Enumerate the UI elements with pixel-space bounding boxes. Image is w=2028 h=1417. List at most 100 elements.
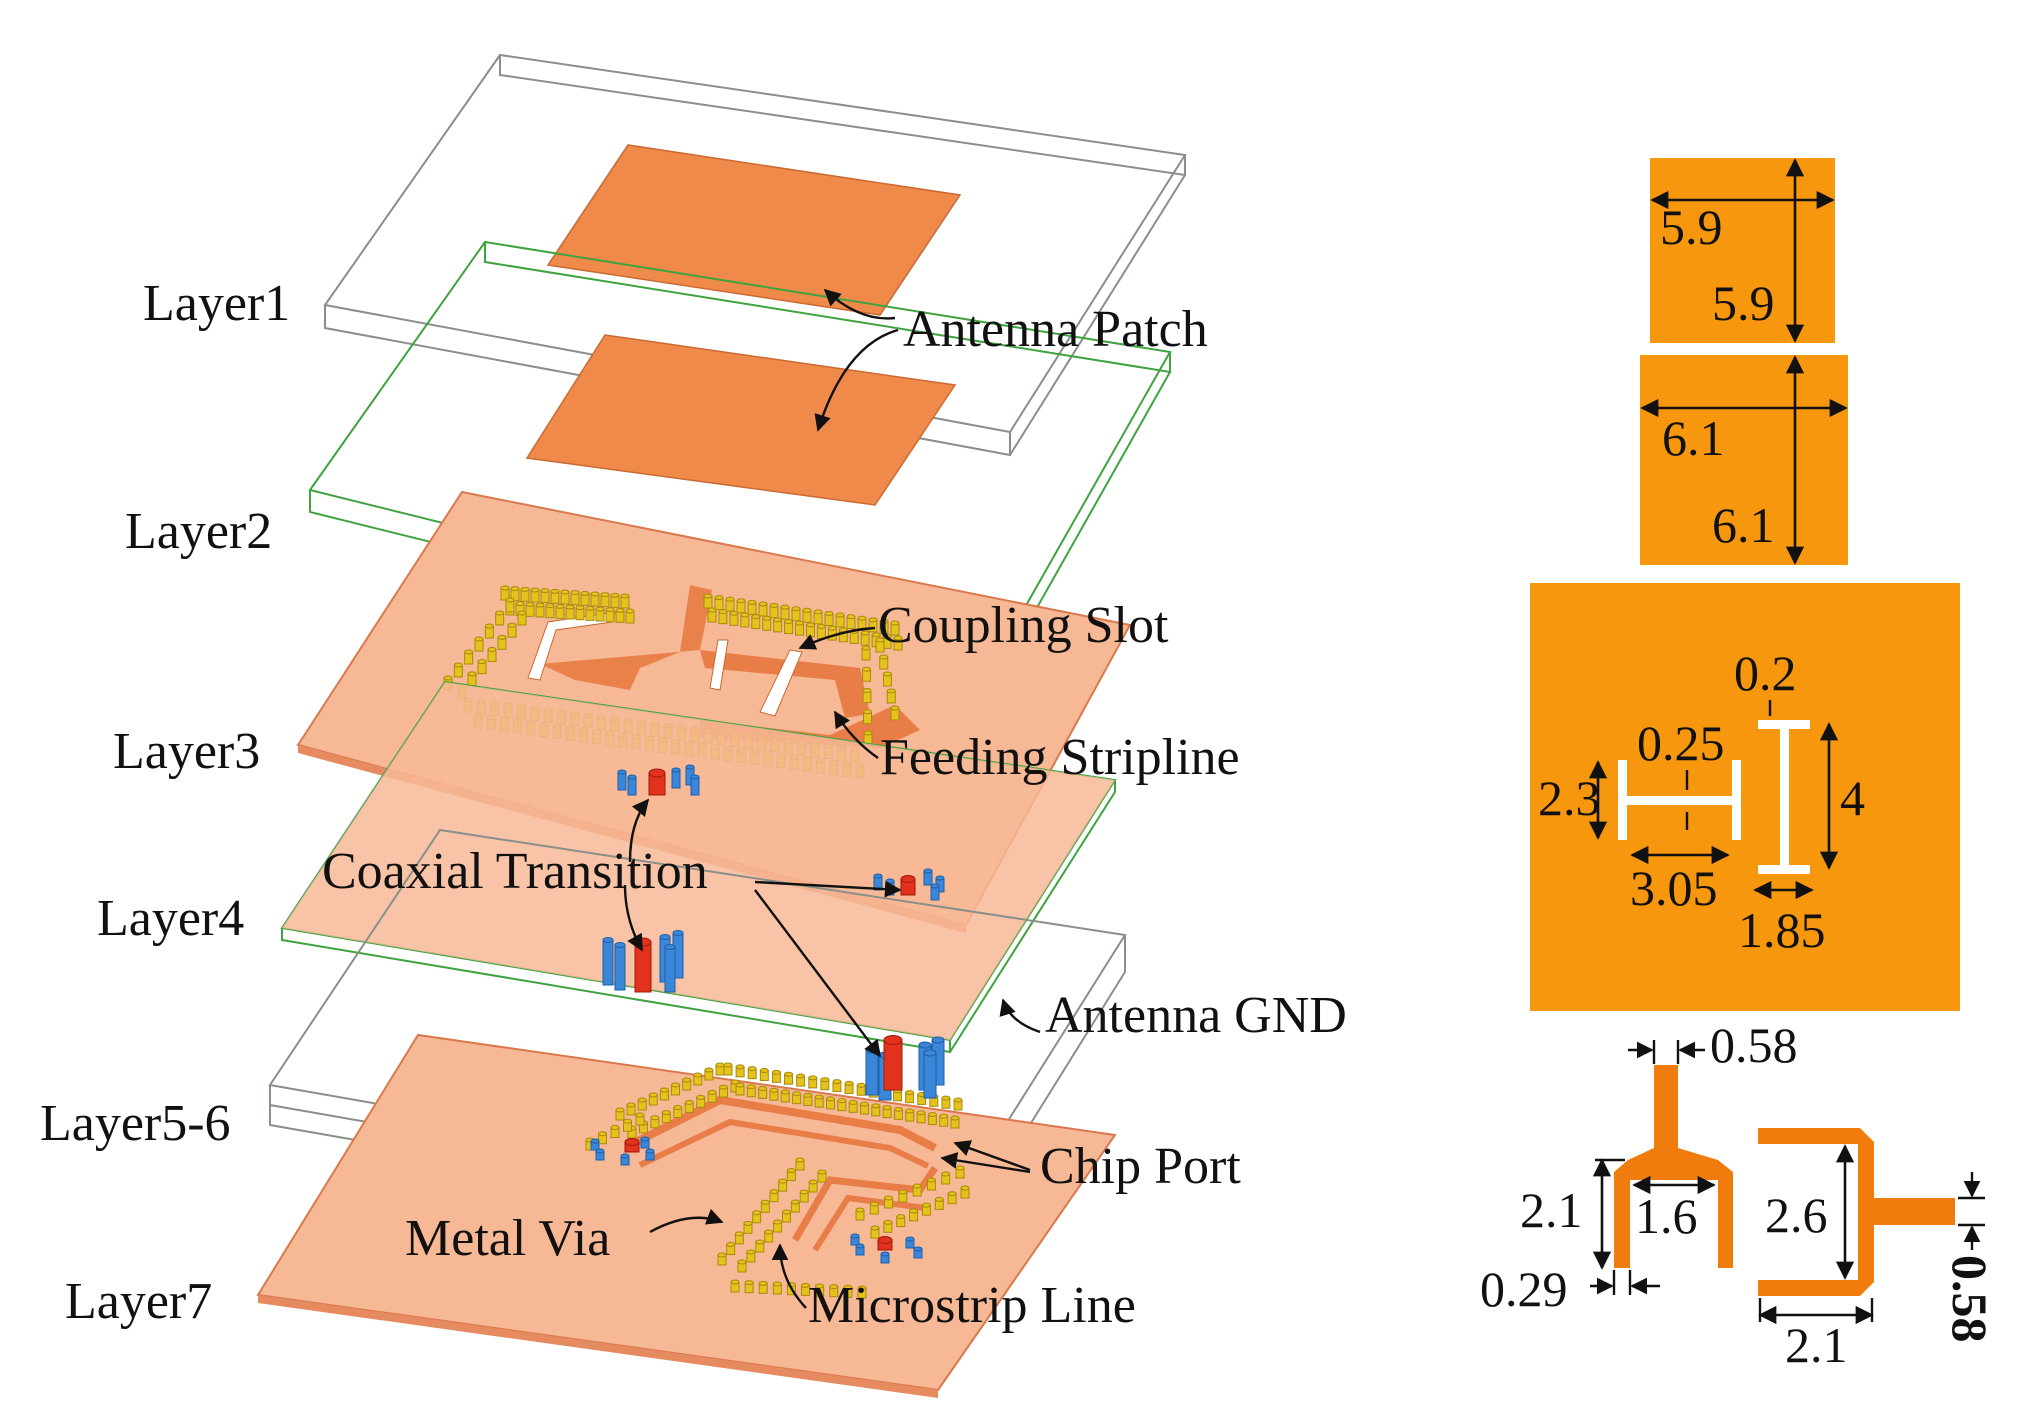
coax-signal-pin bbox=[900, 875, 916, 896]
via bbox=[507, 622, 517, 638]
via bbox=[799, 1189, 809, 1203]
antenna-patch-bottom bbox=[525, 334, 957, 506]
microstrip-lines bbox=[628, 1095, 938, 1252]
via bbox=[743, 1220, 753, 1234]
via bbox=[863, 730, 873, 746]
via bbox=[735, 1082, 745, 1096]
via bbox=[759, 1068, 769, 1082]
port-left-height-label: 2.1 bbox=[1520, 1182, 1583, 1238]
via bbox=[795, 620, 805, 636]
coax-ground-pin bbox=[855, 1243, 865, 1256]
via bbox=[773, 1219, 783, 1233]
via bbox=[939, 1113, 949, 1127]
slot-dimension-view: 0.2 0.25 2.3 4 3.05 1.85 bbox=[1530, 583, 1960, 1011]
via bbox=[795, 1157, 805, 1171]
slot-gap-label: 0.25 bbox=[1637, 715, 1725, 771]
via bbox=[703, 593, 713, 609]
via bbox=[871, 1103, 881, 1117]
via bbox=[464, 649, 474, 665]
via bbox=[535, 602, 545, 618]
via bbox=[661, 1110, 671, 1124]
slot-width-label: 0.2 bbox=[1734, 645, 1797, 701]
via bbox=[560, 589, 570, 605]
metal-vias-layer7 bbox=[585, 1062, 970, 1299]
via bbox=[960, 1185, 970, 1199]
via bbox=[484, 623, 494, 639]
coax-ground-pin bbox=[640, 1136, 650, 1149]
coax-ground-pin bbox=[617, 769, 627, 791]
via bbox=[525, 601, 535, 617]
microstrip-line-callout: Microstrip Line bbox=[808, 1277, 1136, 1334]
coax-signal-pin bbox=[883, 1035, 903, 1091]
via bbox=[934, 1196, 944, 1210]
via bbox=[870, 1225, 880, 1239]
via bbox=[693, 1072, 703, 1086]
via bbox=[580, 590, 590, 606]
via bbox=[892, 1088, 902, 1102]
via bbox=[832, 1079, 842, 1093]
via bbox=[623, 1118, 632, 1132]
via bbox=[704, 1067, 714, 1081]
via bbox=[671, 1082, 681, 1096]
via bbox=[550, 588, 560, 604]
via bbox=[953, 1097, 963, 1111]
via bbox=[725, 596, 735, 612]
antenna-patch-callout: Antenna Patch bbox=[903, 301, 1208, 358]
via bbox=[648, 1092, 658, 1106]
via bbox=[802, 607, 812, 623]
via bbox=[846, 614, 856, 630]
metal-via-callout: Metal Via bbox=[405, 1210, 610, 1267]
via bbox=[769, 1189, 779, 1203]
via bbox=[626, 1102, 636, 1116]
via bbox=[530, 587, 540, 603]
patch1-dimension-view: 5.9 5.9 bbox=[1650, 158, 1835, 343]
coax-ground-pin bbox=[602, 937, 614, 986]
coax-ground-pin bbox=[620, 1153, 630, 1166]
via bbox=[764, 1229, 774, 1243]
patch2-height: 6.1 bbox=[1712, 497, 1775, 553]
patch2-dimension-view: 6.1 6.1 bbox=[1640, 355, 1848, 565]
via bbox=[801, 1282, 811, 1296]
via bbox=[862, 666, 871, 682]
via bbox=[857, 1285, 867, 1299]
via bbox=[684, 1099, 694, 1113]
via bbox=[863, 709, 872, 725]
via bbox=[890, 620, 900, 636]
via bbox=[817, 1169, 827, 1183]
layer4-sheet bbox=[282, 682, 1115, 1040]
via bbox=[673, 1105, 683, 1119]
port-right-bottom-label: 2.1 bbox=[1785, 1317, 1848, 1373]
via bbox=[893, 1106, 903, 1120]
via bbox=[714, 595, 724, 611]
coax-ground-pin bbox=[873, 873, 883, 891]
coax-signal-pin bbox=[624, 1138, 640, 1153]
via bbox=[927, 1112, 937, 1126]
chip-port-right-view: 2.6 2.1 0.58 bbox=[1758, 1128, 1998, 1373]
via bbox=[769, 603, 779, 619]
via bbox=[843, 1284, 853, 1298]
via bbox=[735, 1064, 745, 1078]
via bbox=[921, 1202, 931, 1216]
via bbox=[950, 1115, 960, 1129]
via bbox=[615, 607, 625, 623]
via bbox=[778, 1178, 788, 1192]
via bbox=[517, 610, 527, 626]
via bbox=[859, 1101, 869, 1115]
layer56-label: Layer5-6 bbox=[40, 1095, 231, 1152]
via bbox=[598, 1131, 607, 1145]
via bbox=[772, 1281, 782, 1295]
via bbox=[707, 607, 717, 623]
via bbox=[955, 1165, 965, 1179]
via bbox=[707, 1089, 717, 1103]
via bbox=[814, 1094, 824, 1108]
via bbox=[780, 604, 790, 620]
coax-ground-pin bbox=[627, 774, 637, 796]
via bbox=[650, 1115, 660, 1129]
via bbox=[555, 603, 565, 619]
via bbox=[620, 593, 630, 609]
via bbox=[882, 633, 892, 649]
via bbox=[760, 1199, 770, 1213]
via bbox=[751, 614, 761, 630]
via bbox=[758, 601, 768, 617]
via bbox=[941, 1171, 951, 1185]
